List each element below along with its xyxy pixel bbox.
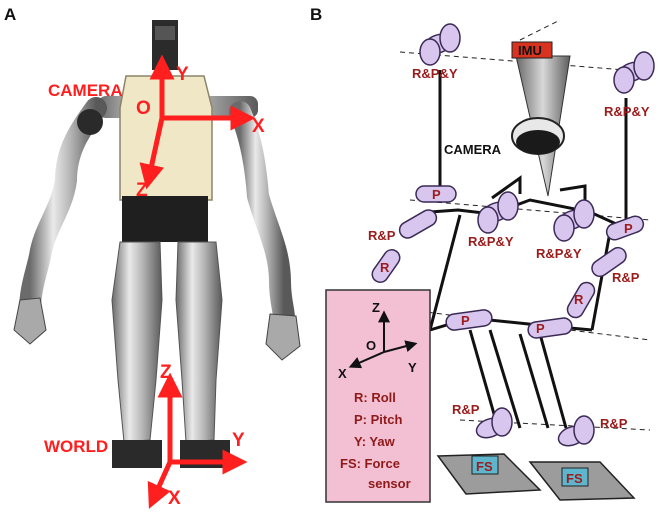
world-z-label: Z [160,362,172,383]
robot-right-arm [229,101,295,329]
joint-label-wrist-right-p: P [624,221,633,236]
legend-item-pitch: P: Pitch [354,412,402,427]
joint-label-knee-right: P [536,321,545,336]
joint-label-ankle-left: R&P [452,402,480,417]
legend-item-roll: R: Roll [354,390,396,405]
legend-item-force: FS: Force [340,456,400,471]
joint-cluster-hip-right: R&P&Y [536,199,595,261]
imu-label: IMU [518,43,542,58]
panel-a: A Y X [4,5,301,509]
robot-left-shoulder [77,109,103,135]
robot-left-foot [112,440,162,468]
panel-b: B IMU CAMERA [310,5,655,503]
camera-y-label: Y [176,64,189,85]
camera-x-label: X [252,116,265,137]
robot-left-arm [19,97,107,321]
world-x-axis [147,460,173,509]
joint-label-head-left: R&P&Y [412,66,458,81]
legend-background [325,289,431,503]
joint-label-hip-left: R&P&Y [468,234,514,249]
joint-label-elbow-right: R [574,292,584,307]
joint-label-ankle-right: R&P [600,416,628,431]
force-sensor-left-label: FS [476,459,493,474]
camera-z-label: Z [136,180,148,201]
joint-cluster-ankle-right: R&P [557,415,628,447]
joint-wrist-right-rp: R&P [591,246,640,285]
legend-x-label: X [338,366,347,381]
camera-z-axis [139,117,165,190]
world-frame-axes: Z Y X WORLD [44,362,248,509]
camera-lens-inner [516,130,560,154]
joint-upper-left-p: P [415,185,457,203]
schematic-camera-label: CAMERA [444,142,502,157]
legend-item-sensor: sensor [368,476,411,491]
foot-right: FS [528,461,636,501]
legend-axes: Z Y X O [338,300,418,381]
legend-origin-label: O [366,338,376,353]
joint-label-hip-right: R&P&Y [536,246,582,261]
joint-wrist-right-p: P [605,215,645,241]
robot-head-camera [155,26,175,40]
panel-b-letter: B [310,5,322,24]
joint-knee-right-p: P [527,317,573,339]
joint-label-wrist-right-rp: R&P [612,270,640,285]
joint-cluster-hip-left: R&P&Y [468,191,519,249]
panel-a-letter: A [4,5,16,24]
joint-label-elbow-left: R [380,260,390,275]
imu-box [511,41,553,59]
camera-label: CAMERA [48,81,123,100]
joint-cluster-head-right: R&P&Y [604,51,655,119]
robot-left-hand [13,297,47,345]
camera-frame-axes: Y X Z O CAMERA [48,54,265,201]
legend-box: Z Y X O R: Roll P: Pitch Y: Yaw FS: Forc… [325,289,431,503]
joint-elbow-right-r: R [566,281,596,319]
world-y-label: Y [232,430,245,451]
joint-cluster-ankle-left: R&P [452,402,513,439]
joint-label-knee-left: P [461,313,470,328]
camera-origin-label: O [136,98,151,119]
robot-torso [119,75,213,201]
legend-item-yaw: Y: Yaw [354,434,396,449]
foot-left: FS [436,453,542,495]
robot-waist [122,196,208,242]
robot-right-leg [175,241,223,443]
joint-shoulder-left-rp: R&P [368,209,438,243]
legend-y-label: Y [408,360,417,375]
world-label: WORLD [44,437,108,456]
joint-label-upper-left: P [432,187,441,202]
joint-cluster-head-left: R&P&Y [412,23,461,81]
joint-knee-left-p: P [445,309,493,331]
joint-elbow-left-r: R [371,249,401,283]
robot-right-hand [265,313,301,361]
robot-illustration [13,20,301,468]
legend-z-label: Z [372,300,380,315]
joint-label-head-right: R&P&Y [604,104,650,119]
force-sensor-right-label: FS [566,471,583,486]
robot-left-leg [111,241,163,443]
joint-label-shoulder-left: R&P [368,228,396,243]
world-x-label: X [168,488,181,509]
